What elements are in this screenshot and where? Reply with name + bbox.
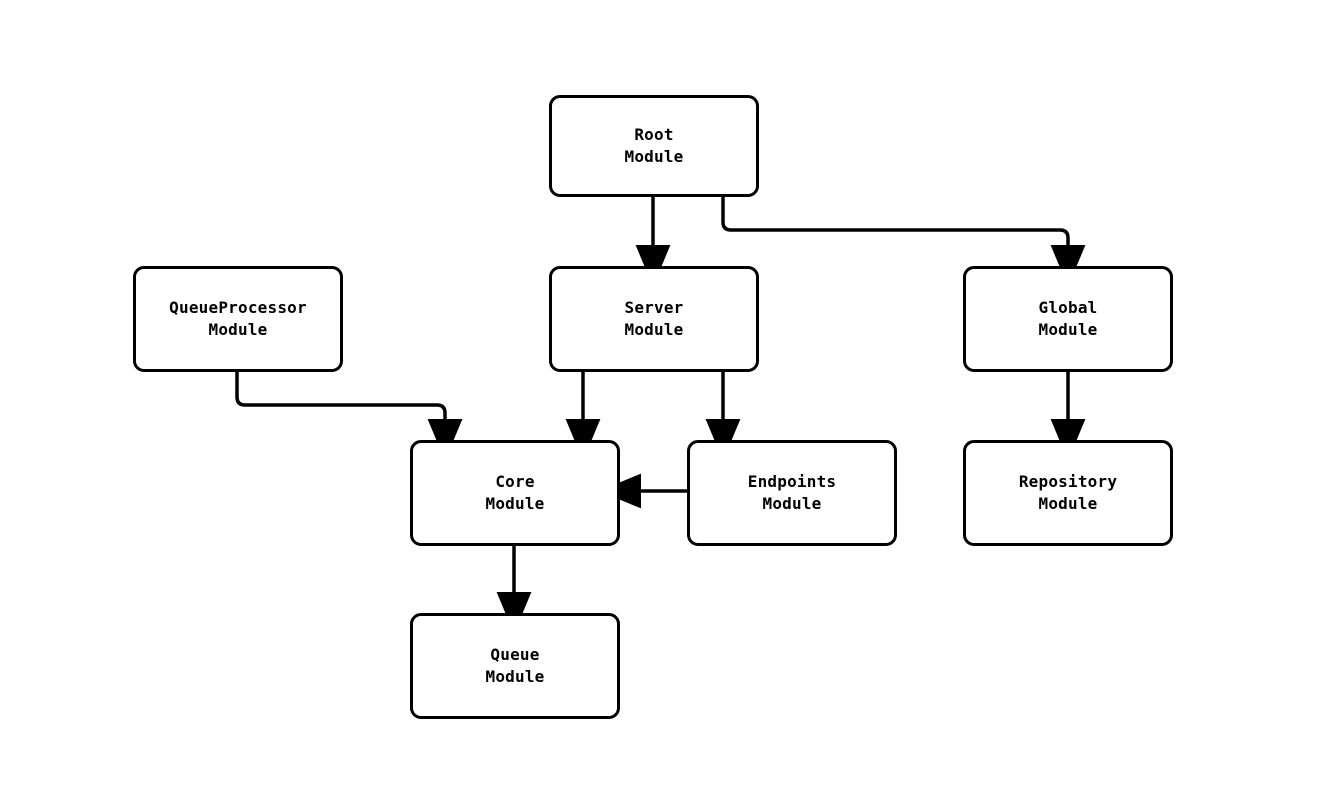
node-endpoints-module[interactable]: Endpoints Module — [687, 440, 897, 546]
node-repository-module-label: Repository Module — [1018, 472, 1118, 513]
node-global-module-label: Global Module — [1038, 298, 1098, 339]
node-core-module[interactable]: Core Module — [410, 440, 620, 546]
node-root-module-label: Root Module — [624, 125, 684, 166]
node-queue-module-label: Queue Module — [485, 645, 545, 686]
node-endpoints-module-label: Endpoints Module — [747, 472, 837, 513]
node-queue-module[interactable]: Queue Module — [410, 613, 620, 719]
node-root-module[interactable]: Root Module — [549, 95, 759, 197]
node-core-module-label: Core Module — [485, 472, 545, 513]
edge-queueprocessor-to-core — [235, 372, 463, 461]
node-queueprocessor-module[interactable]: QueueProcessor Module — [133, 266, 343, 372]
node-global-module[interactable]: Global Module — [963, 266, 1173, 372]
edge-root-to-global — [721, 197, 1086, 287]
node-repository-module[interactable]: Repository Module — [963, 440, 1173, 546]
node-queueprocessor-module-label: QueueProcessor Module — [169, 298, 307, 339]
node-server-module[interactable]: Server Module — [549, 266, 759, 372]
node-server-module-label: Server Module — [624, 298, 684, 339]
